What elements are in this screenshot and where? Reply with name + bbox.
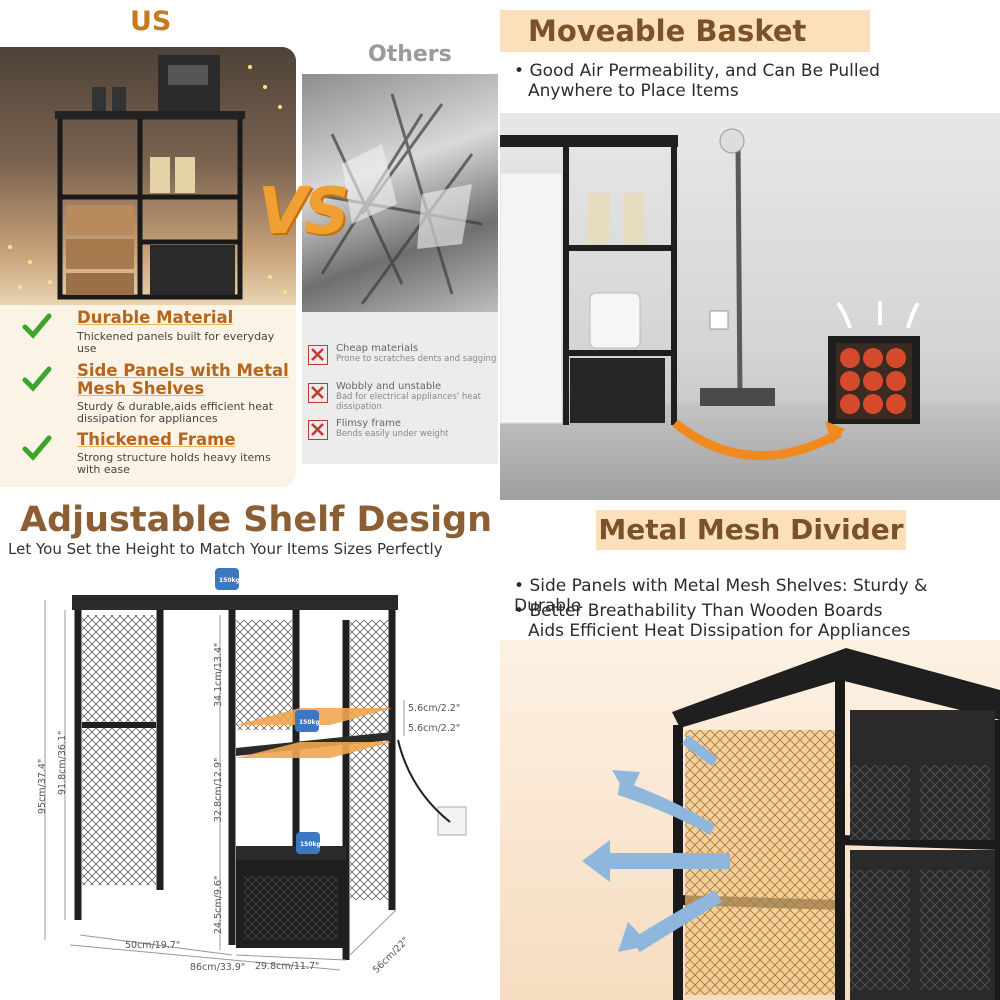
basket-bullet-text: Good Air Permeability, and Can Be Pulled [529, 61, 880, 81]
feature-desc: Thickened panels built for everyday use [77, 330, 275, 355]
basket-bullet-cont: Anywhere to Place Items [528, 81, 739, 101]
outlet-icon [709, 310, 729, 330]
mesh-panel: Metal Mesh Divider • Side Panels with Me… [500, 500, 1000, 1000]
issue-cheap-materials: Cheap materials Prone to scratches dents… [308, 343, 498, 371]
dim-total-height: 95cm/37.4" [37, 758, 48, 814]
issue-title: Cheap materials [336, 343, 419, 354]
shelf-diagram [44, 568, 467, 971]
us-product-photo [0, 47, 296, 305]
check-icon [22, 435, 52, 461]
mesh-bullet: • Better Breathability Than Wooden Board… [514, 601, 883, 621]
cross-icon [308, 383, 328, 403]
dim-gap-bottom: 5.6cm/2.2" [408, 723, 461, 734]
move-arrow-icon [672, 419, 843, 461]
others-title: Others [368, 42, 452, 67]
feature-durable-material: Durable Material Thickened panels built … [22, 309, 292, 359]
mesh-bullet-text: Side Panels with Metal Mesh Shelves: Stu… [514, 576, 928, 616]
dim-drawer-width: 29.8cm/11.7" [255, 961, 320, 972]
mesh-bullet: • Side Panels with Metal Mesh Shelves: S… [514, 576, 928, 616]
outlet-icon [437, 806, 467, 836]
weight-label: 150kg [219, 577, 240, 584]
feature-desc: Sturdy & durable,aids efficient heat dis… [77, 400, 274, 425]
dim-inner-height: 91.8cm/36.1" [57, 730, 68, 795]
cross-icon [308, 420, 328, 440]
comparison-panel: US Others [0, 0, 500, 500]
feature-thickened-frame: Thickened Frame Strong structure holds h… [22, 431, 292, 481]
dim-height-upper: 34.1cm/13.4" [213, 642, 224, 707]
issue-title: Wobbly and unstable [336, 381, 442, 392]
us-title: US [130, 6, 172, 37]
shelf-panel: Adjustable Shelf Design Let You Set the … [0, 500, 500, 1000]
issue-title: Flimsy frame [336, 418, 402, 429]
vs-label: VS [258, 175, 350, 249]
basket-title: Moveable Basket [500, 10, 870, 52]
mesh-photo [500, 640, 1000, 1000]
check-icon [22, 366, 52, 392]
others-product-photo [302, 74, 498, 312]
shelf-title: Adjustable Shelf Design [20, 500, 493, 540]
basket-bullet: • Good Air Permeability, and Can Be Pull… [514, 61, 880, 81]
mesh-bullet-cont: Aids Efficient Heat Dissipation for Appl… [528, 621, 911, 641]
dim-gap-top: 5.6cm/2.2" [408, 703, 461, 714]
dim-height-middle: 32.8cm/12.9" [213, 757, 224, 822]
basket-panel: Moveable Basket • Good Air Permeability,… [500, 0, 1000, 500]
others-card [302, 74, 498, 464]
weight-label: 150kg [300, 841, 321, 848]
dim-inner-width: 50cm/19.7" [125, 940, 181, 951]
issue-desc: Prone to scratches dents and sagging [336, 354, 497, 364]
us-card: Durable Material Thickened panels built … [0, 47, 296, 487]
mesh-bullet-text: Better Breathability Than Wooden Boards [529, 601, 883, 621]
feature-desc: Strong structure holds heavy items with … [77, 451, 271, 476]
feature-side-panels: Side Panels with Metal Mesh Shelves Stur… [22, 362, 292, 426]
issue-wobbly: Wobbly and unstable Bad for electrical a… [308, 381, 498, 413]
issue-flimsy-frame: Flimsy frame Bends easily under weight [308, 418, 498, 446]
weight-icon [215, 568, 320, 854]
issue-desc: Bends easily under weight [336, 429, 449, 439]
airflow-arrow-icon [836, 301, 920, 329]
airflow-arrow-icon [582, 735, 730, 952]
weight-label: 150kg [299, 719, 320, 726]
feature-title: Durable Material [77, 308, 234, 327]
shelf-subtitle: Let You Set the Height to Match Your Ite… [8, 540, 443, 558]
dim-height-lower: 24.5cm/9.6" [213, 875, 224, 934]
cross-icon [308, 345, 328, 365]
mesh-title: Metal Mesh Divider [596, 510, 906, 550]
feature-title: Side Panels with Metal Mesh Shelves [77, 361, 289, 398]
issue-desc: Bad for electrical appliances' heat diss… [336, 392, 482, 412]
check-icon [22, 313, 52, 339]
dim-total-width: 86cm/33.9" [190, 962, 246, 973]
basket [828, 336, 920, 424]
basket-photo [500, 113, 1000, 500]
feature-title: Thickened Frame [77, 430, 236, 449]
